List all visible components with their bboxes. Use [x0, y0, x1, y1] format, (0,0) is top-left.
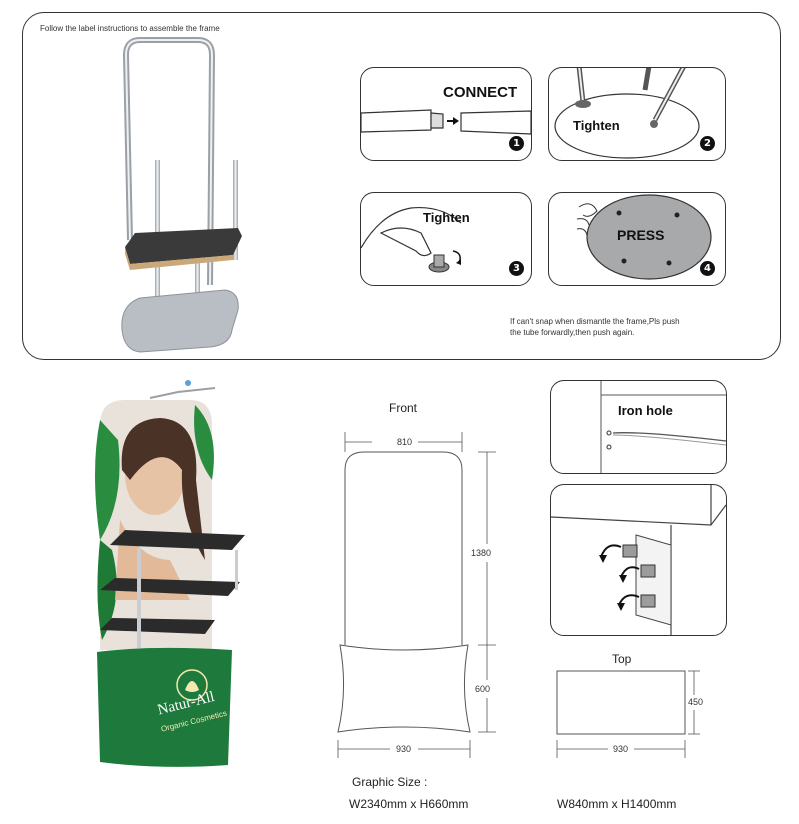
iron-hole-card: Iron hole: [550, 380, 727, 474]
step-4-number: 4: [700, 261, 715, 276]
assembly-instruction: Follow the label instructions to assembl…: [40, 24, 220, 33]
step-3-label: Tighten: [423, 210, 470, 225]
top-view-title: Top: [612, 652, 632, 666]
step-4-card: PRESS 4: [548, 192, 726, 286]
top-width: 930: [613, 744, 629, 754]
step-1-card: CONNECT 1: [360, 67, 532, 161]
step-2-card: Tighten 2: [548, 67, 726, 161]
tighten-base-illustration: [554, 68, 700, 159]
step-1-label: CONNECT: [443, 84, 518, 101]
graphic-size-main: W2340mm x H660mm: [349, 797, 469, 811]
front-view-title: Front: [389, 401, 418, 415]
top-depth: 450: [688, 697, 704, 707]
iron-hole-illustration: [600, 381, 726, 473]
dismantle-note-line2: the tube forwardly,then push again.: [510, 328, 635, 337]
dismantle-note-line1: If can't snap when dismantle the frame,P…: [510, 317, 680, 326]
step-4-label: PRESS: [617, 227, 665, 243]
step-2-number: 2: [700, 136, 715, 151]
knob-detail-illustration: [551, 485, 726, 635]
step-2-label: Tighten: [573, 118, 620, 133]
graphic-size-title: Graphic Size :: [352, 775, 428, 789]
front-height-lower: 600: [475, 684, 491, 694]
front-width-top: 810: [397, 437, 413, 447]
iron-hole-label: Iron hole: [618, 403, 673, 418]
step-3-number: 3: [509, 261, 524, 276]
assembly-panel: [22, 12, 781, 360]
front-height-upper: 1380: [471, 548, 492, 558]
step-1-number: 1: [509, 136, 524, 151]
graphic-size-counter: W840mm x H1400mm: [557, 797, 677, 811]
knob-detail-card: [550, 484, 727, 636]
tighten-knob-illustration: [361, 206, 462, 273]
connect-tubes-illustration: [361, 109, 531, 135]
step-3-card: Tighten 3: [360, 192, 532, 286]
press-panel-illustration: [576, 194, 712, 280]
front-width-bottom: 930: [396, 744, 412, 754]
